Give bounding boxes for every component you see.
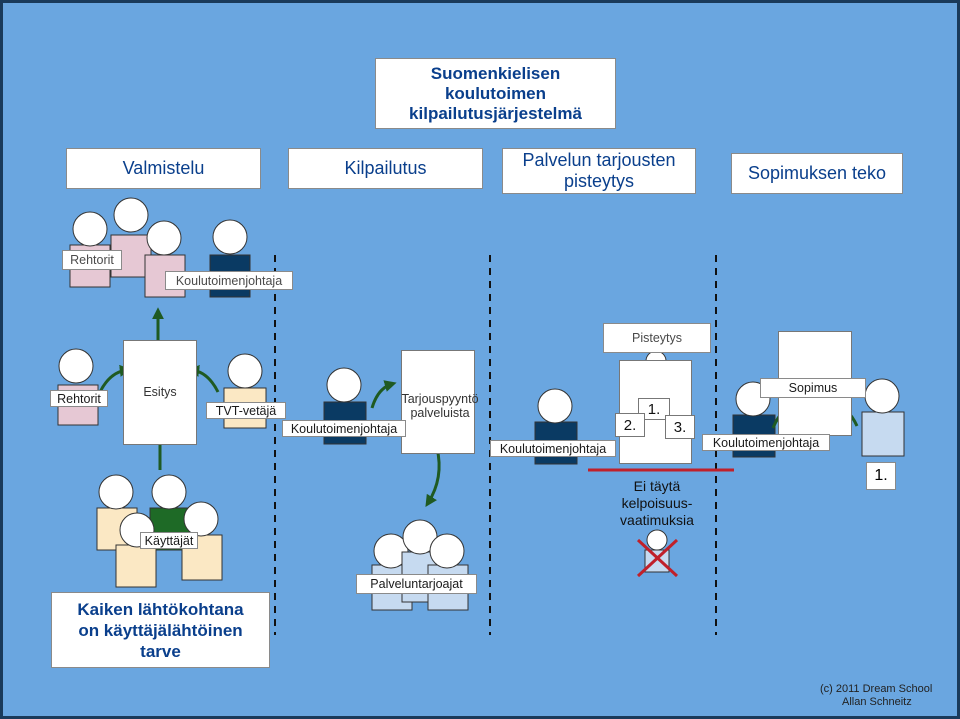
rejected-figure [644,529,670,573]
label-rehtorit-top: Rehtorit [62,250,122,270]
label-koulutoimenjohtaja-top: Koulutoimenjohtaja [165,271,293,290]
winner-rank-card: 1. [866,462,896,490]
label-palveluntarjoajat-text: Palveluntarjoajat [370,577,463,591]
rank-2-text: 2. [623,416,637,434]
label-tarjouspyynto-line-2: palveluista [410,406,470,420]
phase-valmistelu: Valmistelu [66,148,261,189]
label-rehtorit-text: Rehtorit [57,391,101,406]
rank-1-card: 1. [638,398,670,420]
koulutoimenjohtaja-top-figure [209,219,251,298]
label-ei-tayta-line-3: vaatimuksia [620,512,694,528]
arrow-to-tarjouspyynto [370,380,397,409]
copyright-line-1: (c) 2011 Dream School [820,683,933,695]
label-sopimus-text: Sopimus [788,381,838,395]
title-line-1: Suomenkielisen [430,63,561,83]
label-ei-tayta: Ei täytä kelpoisuus- vaatimuksia [600,478,714,529]
label-kayttajat-text: Käyttäjät [144,533,194,548]
rank-3-card: 3. [665,415,695,439]
palveluntarjoajat-group [371,519,469,611]
label-koulutoimenjohtaja-sopimus-text: Koulutoimenjohtaja [712,435,820,450]
label-koulutoimenjohtaja-pisteytys-text: Koulutoimenjohtaja [499,441,607,456]
label-ei-tayta-line-1: Ei täytä [633,478,681,494]
label-pisteytys: Pisteytys [603,323,711,353]
label-koulutoimenjohtaja-top-text: Koulutoimenjohtaja [175,273,283,288]
needs-note: Kaiken lähtökohtana on käyttäjälähtöinen… [51,592,270,668]
rank-3-text: 3. [673,418,687,436]
phase-kilpailutus: Kilpailutus [288,148,483,189]
needs-line-1: Kaiken lähtökohtana [77,599,244,619]
label-kayttajat: Käyttäjät [140,532,198,549]
arrow-to-palveluntarjoajat [425,447,441,508]
winner-rank-text: 1. [874,467,888,484]
copyright-line-2: Allan Schneitz [842,696,912,708]
label-rehtorit-top-text: Rehtorit [70,253,114,267]
rank-2-card: 2. [615,413,645,437]
phase-valmistelu-label: Valmistelu [122,158,205,178]
diagram-title: Suomenkielisen koulutoimen kilpailutusjä… [375,58,616,129]
title-line-3: kilpailutusjärjestelmä [409,103,582,123]
label-tarjouspyynto-line-1: Tarjouspyyntö [401,392,479,406]
phase-sopimuksen-teko: Sopimuksen teko [731,153,903,194]
copyright: (c) 2011 Dream School Allan Schneitz [820,683,950,709]
needs-line-3: tarve [140,641,181,661]
label-tarjouspyynto: Tarjouspyyntö palveluista [383,392,497,420]
kayttajat-group [96,474,223,588]
phase-pisteytys: Palvelun tarjousten pisteytys [502,148,696,194]
label-sopimus: Sopimus [760,378,866,398]
label-tvt-vetaja: TVT-vetäjä [206,402,286,419]
label-ei-tayta-line-2: kelpoisuus- [621,495,693,511]
label-esitys: Esitys [143,385,177,399]
rehtorit-figure [57,348,99,426]
label-koulutoimenjohtaja-kilpailutus: Koulutoimenjohtaja [282,420,406,437]
label-koulutoimenjohtaja-kilpailutus-text: Koulutoimenjohtaja [290,421,398,436]
phase-kilpailutus-label: Kilpailutus [344,158,427,178]
label-rehtorit: Rehtorit [50,390,108,407]
phase-sopimuksen-teko-label: Sopimuksen teko [747,163,887,183]
needs-line-2: on käyttäjälähtöinen [78,620,243,640]
phase-pisteytys-line-1: Palvelun tarjousten [522,150,676,170]
reject-cross-2 [636,538,679,578]
rank-1-text: 1. [647,400,661,418]
phase-pisteytys-line-2: pisteytys [563,171,635,191]
title-line-2: koulutoimen [444,83,547,103]
tarjouspyynto-document [401,350,475,454]
label-palveluntarjoajat: Palveluntarjoajat [356,574,477,594]
koulutoimenjohtaja-pisteytys-figure [534,388,578,465]
label-pisteytys-text: Pisteytys [631,331,682,345]
label-koulutoimenjohtaja-sopimus: Koulutoimenjohtaja [702,434,830,451]
winner-figure [861,378,905,457]
label-tvt-vetaja-text: TVT-vetäjä [215,403,277,418]
label-koulutoimenjohtaja-pisteytys: Koulutoimenjohtaja [490,440,616,457]
esitys-document [123,340,197,445]
